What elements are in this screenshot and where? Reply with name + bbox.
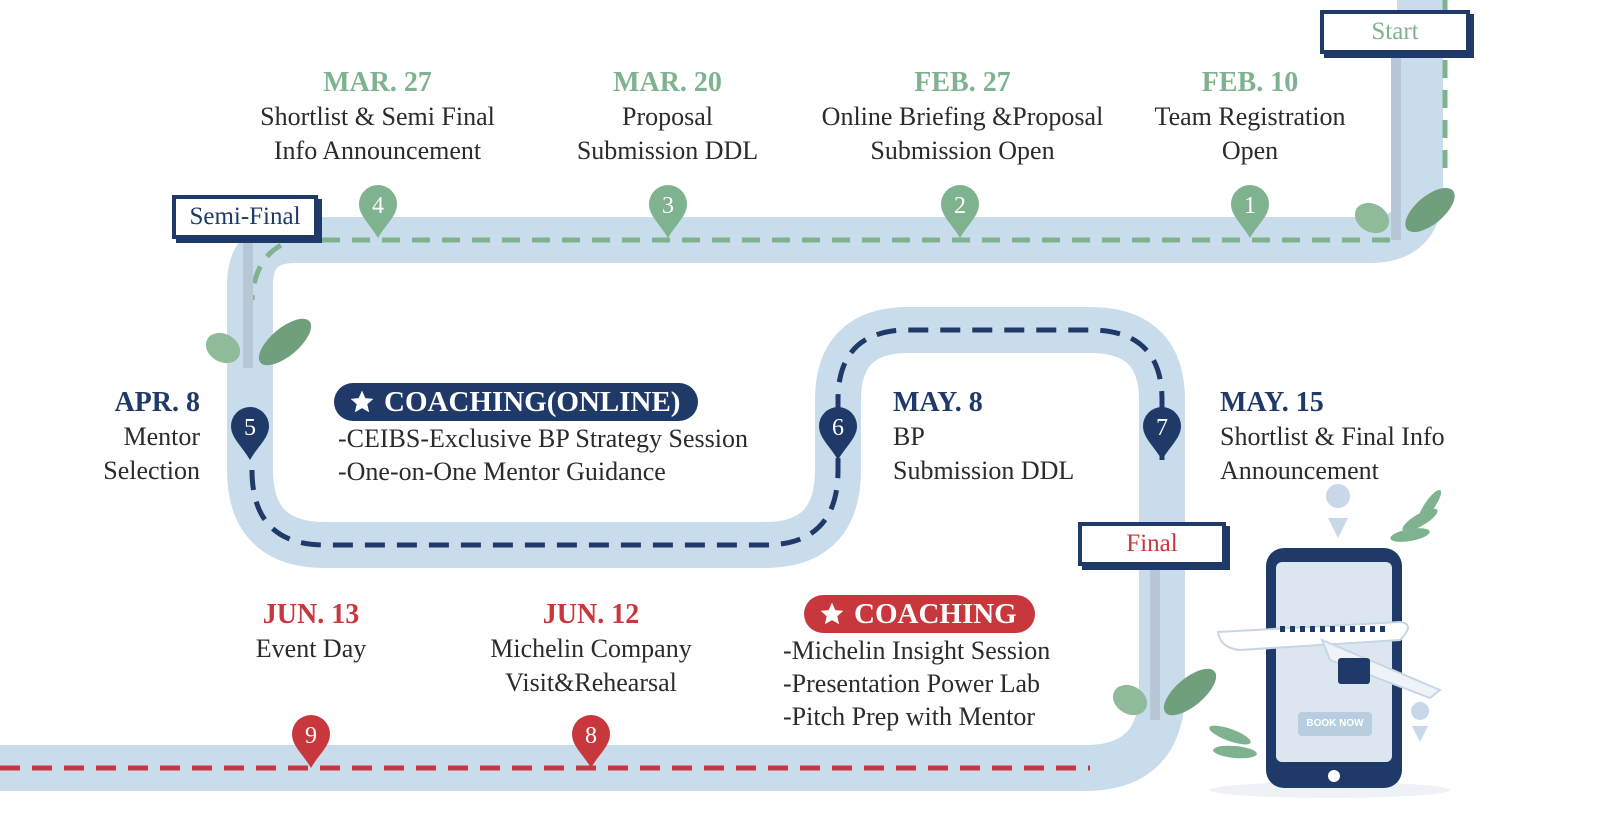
milestone-3-date: MAR. 20 (613, 67, 722, 98)
phone-home-button (1328, 770, 1340, 782)
milestone-8-marker: 8 (572, 715, 610, 768)
milestone-1-number: 1 (1244, 193, 1256, 219)
milestone-6-marker: 6 (819, 407, 857, 460)
milestone-3-marker: 3 (649, 185, 687, 238)
leaf-cluster-semi (205, 318, 312, 366)
coaching-online-item: -One-on-One Mentor Guidance (338, 457, 666, 486)
coaching-item: -Presentation Power Lab (783, 669, 1041, 698)
milestone-2-line-1: Online Briefing &Proposal (821, 102, 1104, 131)
milestone-5-marker: 5 (231, 407, 269, 460)
coaching-online-badge: COACHING(ONLINE) (334, 383, 699, 421)
milestone-9-line-1: Event Day (255, 634, 367, 663)
milestone-6-date: MAY. 8 (893, 387, 983, 418)
flag-start: Start (1320, 10, 1470, 54)
milestone-1-label: FEB. 10 Team Registration Open (1135, 66, 1365, 168)
flag-start-label: Start (1371, 18, 1419, 45)
milestone-7-number: 7 (1156, 415, 1168, 441)
milestone-1-line-2: Open (1221, 136, 1279, 165)
milestone-markers: 1 2 3 4 5 6 7 8 9 (231, 185, 1269, 768)
leaf-cluster-start (1354, 187, 1455, 234)
milestone-5-number: 5 (244, 415, 256, 441)
flag-pole-semi (243, 238, 253, 368)
coaching-list: -Michelin Insight Session -Presentation … (783, 634, 1050, 733)
milestone-7-date: MAY. 15 (1220, 387, 1324, 418)
milestone-2-label: FEB. 27 Online Briefing &Proposal Submis… (810, 66, 1115, 168)
phone-illustration (1209, 484, 1450, 798)
map-pin-icon (359, 185, 397, 238)
leaf-cluster-final (1112, 668, 1217, 716)
branch-icon (1209, 489, 1442, 759)
milestone-3-number: 3 (662, 193, 674, 219)
route-navy (249, 327, 1165, 548)
coaching-title: COACHING (854, 598, 1017, 630)
milestone-6-line-2: Submission DDL (893, 456, 1075, 485)
flag-pole-final (1150, 565, 1160, 720)
milestone-2-line-2: Submission Open (870, 136, 1055, 165)
flag-pole-start (1391, 50, 1401, 240)
milestone-7-line-1: Shortlist & Final Info (1220, 422, 1445, 451)
milestone-6-line-1: BP (893, 422, 925, 451)
milestone-1-marker: 1 (1231, 185, 1269, 238)
milestone-9-marker: 9 (292, 715, 330, 768)
milestone-4-line-1: Shortlist & Semi Final (260, 102, 495, 131)
coaching-online-item: -CEIBS-Exclusive BP Strategy Session (338, 424, 748, 453)
coaching-online-list: -CEIBS-Exclusive BP Strategy Session -On… (338, 422, 748, 488)
milestone-6-number: 6 (832, 415, 844, 441)
milestone-4-label: MAR. 27 Shortlist & Semi Final Info Anno… (240, 66, 515, 168)
map-pin-icon (819, 407, 857, 460)
milestone-5-date: APR. 8 (114, 387, 200, 418)
milestone-4-line-2: Info Announcement (273, 136, 482, 165)
milestone-4-number: 4 (372, 193, 384, 219)
flag-final: Final (1078, 522, 1226, 566)
milestone-7-marker: 7 (1143, 407, 1181, 460)
flag-semi-final-label: Semi-Final (189, 203, 301, 230)
map-pin-icon (231, 407, 269, 460)
coaching-online-title: COACHING(ONLINE) (384, 386, 681, 418)
map-pin-icon (1143, 407, 1181, 460)
milestone-2-date: FEB. 27 (914, 67, 1011, 98)
milestone-5-label: APR. 8 Mentor Selection (60, 386, 200, 488)
flag-semi-final: Semi-Final (172, 195, 318, 239)
milestone-7-label: MAY. 15 Shortlist & Final Info Announcem… (1220, 386, 1470, 488)
star-icon (350, 390, 374, 413)
milestone-8-line-1: Michelin Company (490, 634, 692, 663)
milestone-8-date: JUN. 12 (542, 599, 640, 630)
milestone-5-line-1: Mentor (123, 422, 200, 451)
milestone-8-line-2: Visit&Rehearsal (505, 668, 677, 697)
milestone-3-line-2: Submission DDL (576, 136, 759, 165)
milestone-2-marker: 2 (941, 185, 979, 238)
milestone-6-label: MAY. 8 BP Submission DDL (893, 386, 1103, 488)
book-now-button[interactable]: BOOK NOW (1306, 718, 1364, 729)
map-pin-icon (292, 715, 330, 768)
map-pin-icon (649, 185, 687, 238)
milestone-5-line-2: Selection (103, 456, 200, 485)
map-pin-icon (941, 185, 979, 238)
milestone-4-marker: 4 (359, 185, 397, 238)
milestone-2-number: 2 (954, 193, 966, 219)
star-icon (820, 602, 844, 625)
flag-final-label: Final (1126, 530, 1178, 557)
milestone-1-date: FEB. 10 (1201, 67, 1299, 98)
milestone-8-label: JUN. 12 Michelin Company Visit&Rehearsal (475, 598, 707, 700)
airplane-icon (1216, 620, 1442, 700)
milestone-9-date: JUN. 13 (262, 599, 360, 630)
milestone-3-line-1: Proposal (622, 102, 713, 131)
milestone-7-line-2: Announcement (1220, 456, 1379, 485)
location-pin-icon (1326, 484, 1430, 742)
milestone-9-label: JUN. 13 Event Day (230, 598, 392, 666)
coaching-badge: COACHING (804, 595, 1035, 633)
map-pin-icon (572, 715, 610, 768)
milestone-1-line-1: Team Registration (1154, 102, 1346, 131)
milestone-8-number: 8 (585, 723, 597, 749)
milestone-3-label: MAR. 20 Proposal Submission DDL (560, 66, 775, 168)
milestone-9-number: 9 (305, 723, 317, 749)
coaching-item: -Michelin Insight Session (783, 636, 1051, 665)
milestone-4-date: MAR. 27 (323, 67, 432, 98)
coaching-item: -Pitch Prep with Mentor (783, 702, 1036, 731)
map-pin-icon (1231, 185, 1269, 238)
route-green (249, 0, 1448, 301)
